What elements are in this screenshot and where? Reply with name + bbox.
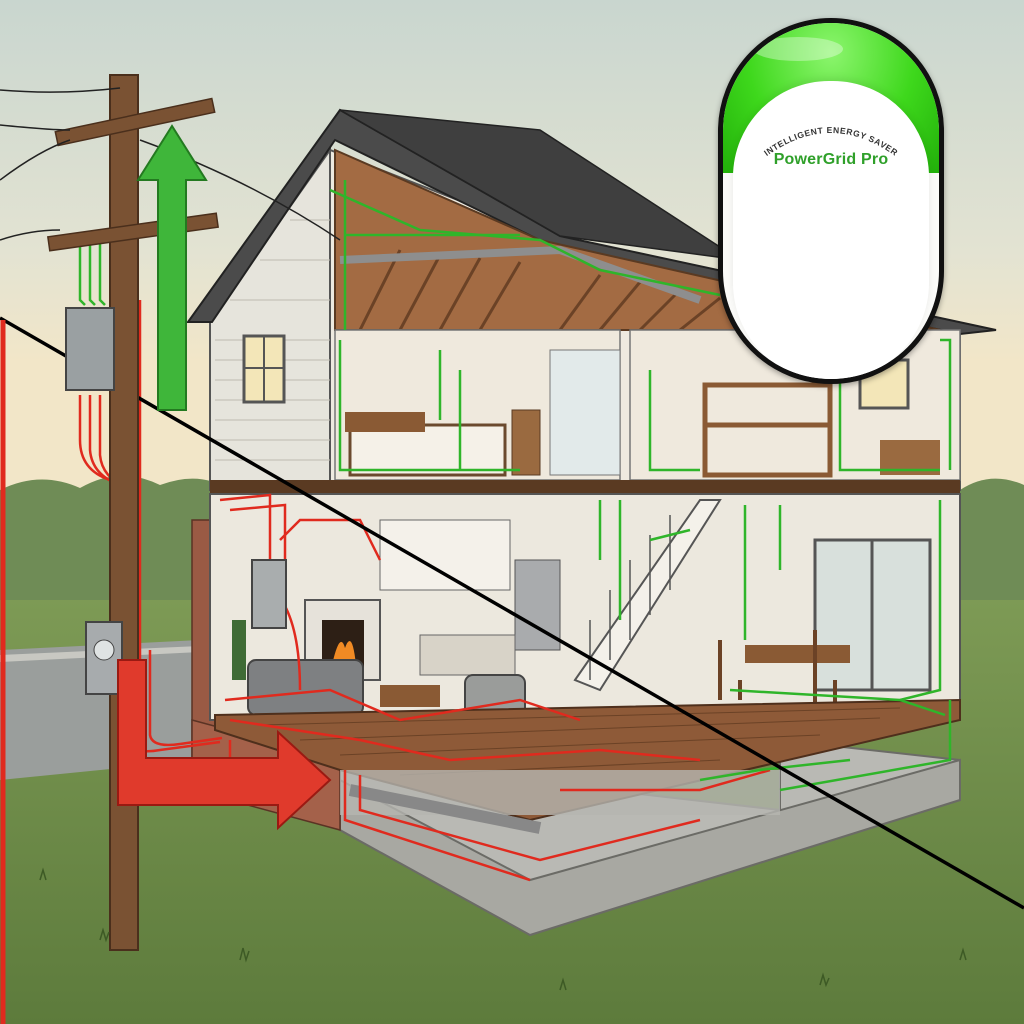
- dresser: [511, 409, 541, 476]
- device-brand-name: PowerGrid Pro: [773, 151, 889, 168]
- headboard: [345, 412, 425, 432]
- bed: [348, 423, 507, 477]
- utility-pole: [109, 74, 139, 951]
- green-wiring: [78, 180, 952, 792]
- device-highlight: [753, 37, 843, 61]
- fire: [332, 640, 356, 665]
- staircase: [573, 499, 722, 692]
- coffee-table: [380, 685, 440, 707]
- red-wiring: [78, 300, 771, 882]
- island: [419, 634, 516, 676]
- divider-line: [0, 316, 1024, 910]
- device-tagline-arc: INTELLIGENT ENERGY SAVER: [762, 125, 899, 158]
- transformer-box: [65, 307, 115, 391]
- arrow-right-icon: [117, 659, 332, 831]
- bunk-bed: [702, 382, 833, 478]
- dining-table: [745, 645, 850, 663]
- rafter-lines: [358, 249, 721, 332]
- kitchen-cabinets: [379, 519, 511, 591]
- stair-balusters: [589, 515, 671, 680]
- grass-tufts: [39, 867, 967, 991]
- meter-dial: [93, 639, 115, 661]
- arrow-up-icon: [136, 124, 208, 411]
- crossarm-top: [54, 97, 216, 147]
- basement-pipe: [348, 784, 542, 834]
- potted-plant: [232, 620, 246, 680]
- floor-beam: [210, 480, 960, 494]
- breaker-panel: [251, 559, 287, 629]
- energy-saver-device: INTELLIGENT ENERGY SAVER PowerGrid Pro: [718, 18, 944, 384]
- shower: [549, 349, 621, 476]
- device-face: [733, 81, 929, 379]
- sofa: [247, 659, 364, 716]
- tree-line-right: [960, 478, 1024, 620]
